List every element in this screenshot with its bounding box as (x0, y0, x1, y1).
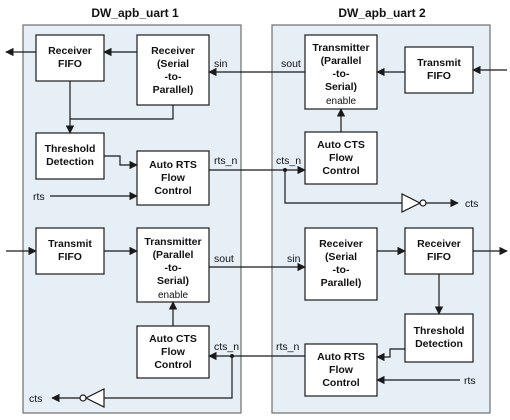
svg-text:Detection: Detection (415, 338, 463, 350)
uart1-receiver: Receiver (Serial -to- Parallel) (136, 34, 210, 106)
uart2-sout-label: sout (281, 58, 301, 70)
svg-text:(Parallel: (Parallel (321, 55, 362, 67)
uart2-transmitter-enable: enable (326, 96, 356, 107)
uart1-rts-label: rts (33, 191, 45, 203)
uart2-cts-branch-wire (284, 170, 402, 204)
svg-text:Transmit: Transmit (417, 57, 461, 69)
svg-text:Control: Control (322, 377, 359, 389)
uart2-transmitter: Transmitter (Parallel -to- Serial) enabl… (304, 34, 378, 110)
uart2-cts-label: cts (465, 198, 478, 210)
svg-text:(Parallel: (Parallel (153, 249, 194, 261)
uart2-sin-label: sin (287, 253, 301, 265)
svg-text:-to-: -to- (333, 264, 350, 276)
uart1-sin-label: sin (214, 58, 228, 70)
uart1-cts-n-label: cts_n (214, 341, 239, 353)
uart1-sout-label: sout (214, 253, 234, 265)
svg-text:Serial): Serial) (325, 81, 357, 93)
svg-text:FIFO: FIFO (58, 251, 82, 263)
uart2-threshold-detection: Threshold Detection (404, 313, 474, 363)
uart2-transmit-fifo: Transmit FIFO (404, 46, 474, 94)
uart2-cts-inverter-icon (401, 193, 427, 213)
uart2-rts-label: rts (464, 375, 476, 387)
svg-text:Transmit: Transmit (48, 238, 92, 250)
uart1-auto-cts-flow-control: Auto CTS Flow Control (136, 325, 210, 379)
svg-text:Detection: Detection (46, 156, 94, 168)
uart1-threshold-detection: Threshold Detection (35, 132, 105, 180)
svg-text:Auto CTS: Auto CTS (149, 333, 197, 345)
uart1-cts-branch-wire (104, 356, 233, 399)
svg-text:-to-: -to- (333, 68, 350, 80)
uart2-threshold-to-rts-arrow (376, 348, 405, 362)
svg-text:(Serial: (Serial (325, 251, 357, 263)
svg-text:Auto RTS: Auto RTS (149, 159, 197, 171)
uart1-receiver-to-threshold-wire (70, 105, 174, 120)
svg-text:Threshold: Threshold (45, 143, 96, 155)
uart1-transmitter-enable: enable (158, 290, 188, 301)
uart2-title: DW_apb_uart 2 (338, 6, 426, 20)
svg-text:Receiver: Receiver (151, 45, 195, 57)
svg-text:FIFO: FIFO (427, 70, 451, 82)
svg-text:Flow: Flow (161, 172, 186, 184)
svg-text:Auto RTS: Auto RTS (317, 351, 365, 363)
svg-text:Parallel): Parallel) (153, 84, 194, 96)
svg-text:Serial): Serial) (157, 275, 189, 287)
uart2-cts-junction-dot (283, 168, 287, 172)
svg-text:Receiver: Receiver (48, 45, 92, 57)
uart1-cts-label: cts (29, 393, 42, 405)
uart2-receiver-fifo: Receiver FIFO (404, 227, 474, 275)
uart1-threshold-to-rts-arrow (104, 155, 138, 170)
uart2-auto-rts-flow-control: Auto RTS Flow Control (304, 343, 378, 397)
svg-text:-to-: -to- (165, 71, 182, 83)
uart2-auto-cts-flow-control: Auto CTS Flow Control (304, 131, 378, 185)
svg-text:Control: Control (154, 359, 191, 371)
svg-text:Control: Control (154, 185, 191, 197)
svg-text:Flow: Flow (329, 364, 354, 376)
uart1-cts-junction-dot (230, 354, 234, 358)
svg-text:Flow: Flow (161, 346, 186, 358)
uart1-receiver-fifo: Receiver FIFO (35, 34, 105, 82)
svg-text:Auto CTS: Auto CTS (317, 139, 365, 151)
svg-text:Parallel): Parallel) (321, 277, 362, 289)
uart1-transmit-fifo: Transmit FIFO (35, 227, 105, 275)
uart2-receiver: Receiver (Serial -to- Parallel) (304, 227, 378, 301)
svg-text:Flow: Flow (329, 152, 354, 164)
svg-text:Receiver: Receiver (319, 238, 363, 250)
uart1-auto-rts-flow-control: Auto RTS Flow Control (136, 150, 210, 206)
uart1-transmitter: Transmitter (Parallel -to- Serial) enabl… (136, 227, 210, 303)
uart1-rts-n-label: rts_n (214, 155, 238, 167)
svg-text:FIFO: FIFO (58, 58, 82, 70)
svg-text:(Serial: (Serial (157, 58, 189, 70)
svg-text:Threshold: Threshold (414, 325, 465, 337)
svg-text:Receiver: Receiver (417, 238, 461, 250)
uart1-title: DW_apb_uart 1 (91, 6, 179, 20)
uart2-rts-n-label: rts_n (276, 341, 300, 353)
svg-text:Transmitter: Transmitter (144, 236, 201, 248)
svg-text:FIFO: FIFO (427, 251, 451, 263)
svg-text:Control: Control (322, 165, 359, 177)
svg-text:-to-: -to- (165, 262, 182, 274)
uart2-cts-n-label: cts_n (276, 155, 301, 167)
svg-text:Transmitter: Transmitter (312, 42, 369, 54)
